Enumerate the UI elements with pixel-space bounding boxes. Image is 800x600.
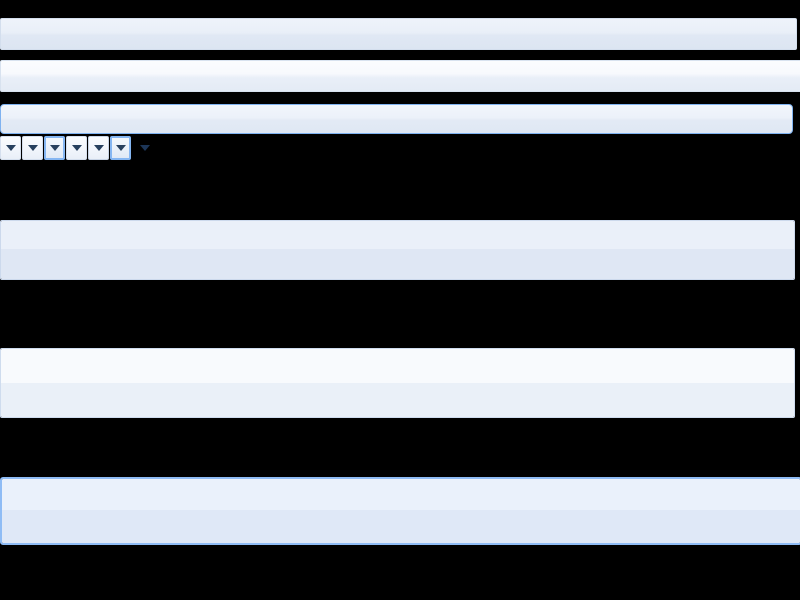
- panel-area-2[interactable]: [0, 348, 795, 418]
- select-4[interactable]: [66, 136, 87, 160]
- select-button-row: [0, 136, 150, 160]
- panel-area-1-top-band: [1, 221, 794, 249]
- chevron-down-icon: [115, 145, 126, 151]
- chevron-down-icon: [71, 145, 82, 151]
- panel-area-3-bottom-band: [2, 510, 800, 543]
- select-2[interactable]: [22, 136, 43, 160]
- panel-area-3-top-band: [2, 479, 800, 510]
- chevron-down-icon: [27, 145, 38, 151]
- panel-area-2-top-band: [1, 349, 794, 383]
- panel-area-3[interactable]: [0, 477, 800, 545]
- panel-area-2-bottom-band: [1, 383, 794, 417]
- chevron-down-icon: [93, 145, 104, 151]
- select-6[interactable]: [110, 136, 131, 160]
- input-bar-1[interactable]: [0, 18, 797, 50]
- select-1[interactable]: [0, 136, 21, 160]
- chevron-down-icon: [49, 145, 60, 151]
- panel-area-1-bottom-band: [1, 249, 794, 279]
- select-5[interactable]: [88, 136, 109, 160]
- input-bar-2[interactable]: [0, 60, 800, 92]
- select-3[interactable]: [44, 136, 65, 160]
- panel-area-1[interactable]: [0, 220, 795, 280]
- dropdown-toggle-chevron-down-icon[interactable]: [140, 145, 150, 151]
- chevron-down-icon: [5, 145, 16, 151]
- input-bar-3[interactable]: [0, 104, 793, 134]
